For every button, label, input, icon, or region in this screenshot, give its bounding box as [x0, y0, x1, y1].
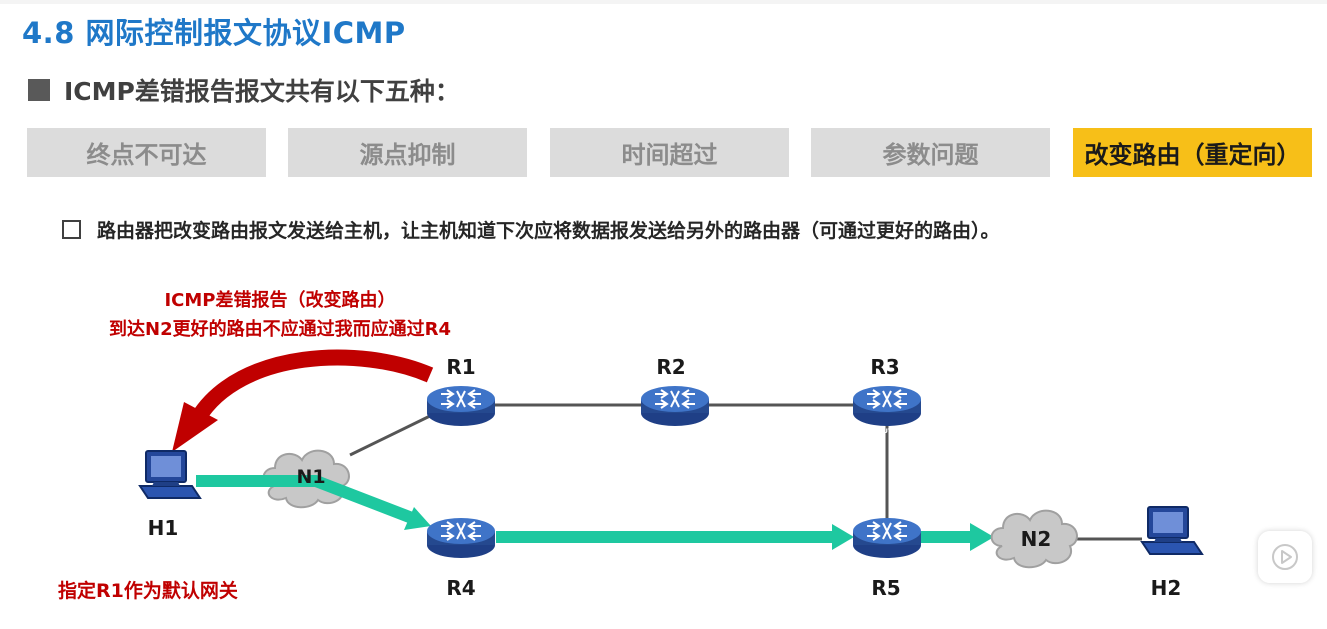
- slide-title: 4.8 网际控制报文协议ICMP: [22, 16, 406, 50]
- play-button[interactable]: [1258, 531, 1312, 583]
- redirect-message: ICMP差错报告（改变路由） 到达N2更好的路由不应通过我而应通过R4: [40, 286, 520, 344]
- tab-time-exceeded[interactable]: 时间超过: [550, 128, 789, 177]
- tab-source-quench[interactable]: 源点抑制: [288, 128, 527, 177]
- redirect-message-line2: 到达N2更好的路由不应通过我而应通过R4: [109, 319, 451, 340]
- label-r1: R1: [446, 355, 475, 379]
- router-r4: [426, 517, 496, 559]
- tab-destination-unreachable[interactable]: 终点不可达: [27, 128, 266, 177]
- top-bar: [0, 0, 1327, 4]
- tab-redirect[interactable]: 改变路由（重定向）: [1073, 128, 1312, 177]
- computer-h2-icon: [1141, 506, 1203, 555]
- router-r2: [640, 385, 710, 427]
- router-caption: ROUTER: [447, 428, 475, 435]
- redirect-arrow: [191, 349, 434, 423]
- tab-parameter-problem[interactable]: 参数问题: [811, 128, 1050, 177]
- gateway-note: 指定R1作为默认网关: [58, 580, 238, 602]
- label-r5: R5: [871, 576, 900, 600]
- label-r4: R4: [446, 576, 475, 600]
- label-n2: N2: [1021, 527, 1052, 551]
- bullet-square-icon: [28, 79, 50, 101]
- description-text: 路由器把改变路由报文发送给主机，让主机知道下次应将数据报发送给另外的路由器（可通…: [97, 220, 1000, 242]
- section-heading-text: ICMP差错报告报文共有以下五种：: [64, 77, 460, 106]
- label-h2: H2: [1151, 576, 1182, 600]
- route-arrowhead-r5: [832, 524, 854, 550]
- redirect-arrowhead: [172, 402, 218, 452]
- computer-h1-icon: [139, 450, 201, 499]
- route-arrowhead-r4: [404, 507, 431, 530]
- label-r2: R2: [656, 355, 685, 379]
- label-n1: N1: [296, 466, 325, 488]
- router-caption: ROUTER: [447, 560, 475, 567]
- section-heading: ICMP差错报告报文共有以下五种：: [28, 72, 460, 108]
- route-arrow-h1-r4: [196, 475, 415, 524]
- link-n1-r1: [349, 413, 433, 457]
- route-arrowhead-n2: [970, 523, 994, 551]
- router-r1: [426, 385, 496, 427]
- label-h1: H1: [148, 516, 179, 540]
- description: 路由器把改变路由报文发送给主机，让主机知道下次应将数据报发送给另外的路由器（可通…: [62, 216, 1000, 243]
- redirect-message-line1: ICMP差错报告（改变路由）: [164, 290, 396, 311]
- play-icon: [1272, 544, 1298, 570]
- checkbox-icon: [62, 220, 81, 239]
- router-r5: [852, 517, 922, 559]
- label-r3: R3: [870, 355, 899, 379]
- router-caption: ROUTER: [873, 560, 901, 567]
- router-caption: ROUTER: [873, 428, 901, 435]
- router-r3: [852, 385, 922, 427]
- router-caption: ROUTER: [661, 428, 689, 435]
